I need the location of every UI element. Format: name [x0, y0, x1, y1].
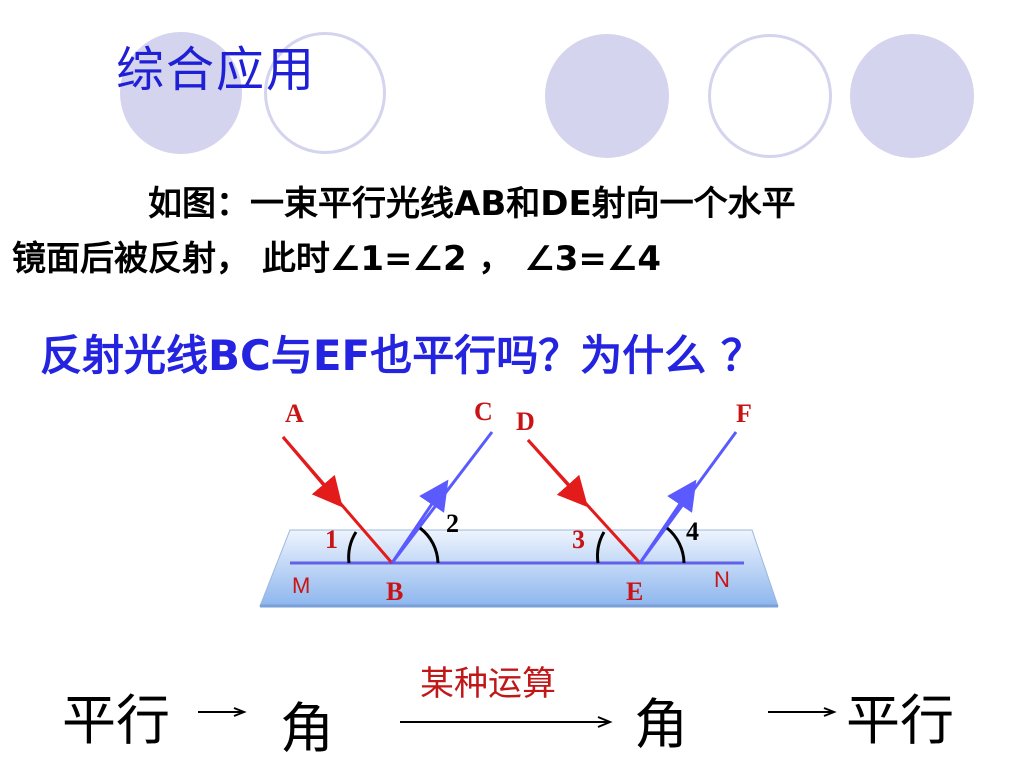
decorative-circle-2 [264, 32, 386, 154]
flow-arrowhead-2 [597, 716, 613, 728]
label-e: E [626, 577, 643, 606]
decorative-circle-3 [545, 34, 669, 158]
label-c: C [474, 397, 493, 426]
label-f: F [736, 399, 752, 428]
label-a: A [285, 399, 304, 428]
angle-label-2: 2 [446, 509, 459, 538]
ray-bc-arrow [390, 479, 449, 564]
flow-angle-left: 角 [280, 697, 334, 760]
flow-arrowhead-1 [233, 707, 247, 717]
ray-ef-arrow [638, 479, 697, 564]
angle-label-1: 1 [325, 525, 338, 554]
ray-de-arrow [526, 439, 588, 508]
label-b: B [386, 577, 403, 606]
decorative-circle-5 [850, 34, 974, 158]
flow-parallel-right: 平行 [846, 689, 954, 752]
flow-parallel-left: 平行 [62, 689, 170, 752]
label-n: N [714, 567, 730, 592]
decorative-circle-1 [120, 32, 242, 154]
ray-ab-arrow [281, 436, 343, 508]
angle-label-4: 4 [686, 517, 699, 546]
angle-arc-4 [666, 526, 686, 564]
angle-label-3: 3 [572, 525, 585, 554]
label-m: M [292, 573, 310, 598]
angle-arc-3 [596, 531, 606, 564]
angle-arc-1 [347, 531, 358, 564]
problem-text-line2: 镜面后被反射， 此时∠1=∠2 ， ∠3=∠4 [12, 239, 662, 279]
slide-title: 综合应用 [116, 42, 317, 98]
flow-arrowhead-3 [823, 707, 837, 717]
decorative-circle-4 [708, 34, 832, 158]
flow-operation-label: 某种运算 [420, 664, 556, 704]
problem-text-line1: 如图：一束平行光线AB和DE射向一个水平 [148, 184, 796, 224]
angle-arc-2 [419, 526, 440, 564]
label-d: D [516, 407, 535, 436]
flow-angle-right: 角 [634, 693, 688, 756]
question-text: 反射光线BC与EF也平行吗？为什么 ？ [40, 331, 763, 380]
